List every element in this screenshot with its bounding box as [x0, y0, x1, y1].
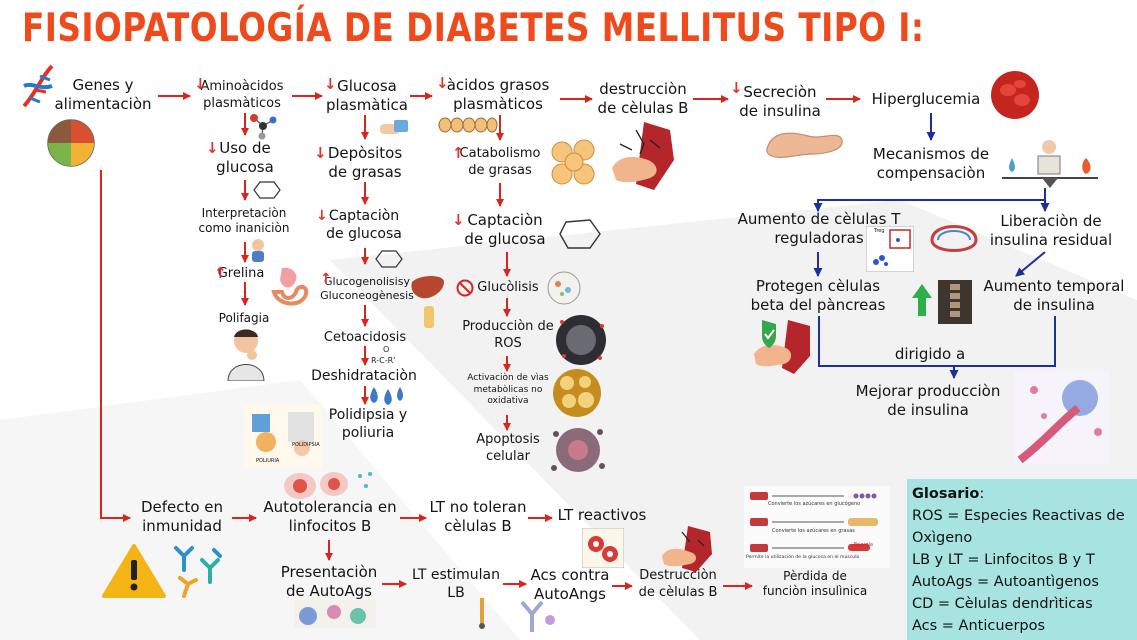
glucosa-plasmatica-node: ↓Glucosa plasmàtica — [324, 75, 408, 115]
glucolisis-node: Glucòlisis — [477, 280, 539, 295]
glossary-line: Oxìgeno — [912, 530, 973, 547]
ros-cell-icon — [556, 315, 606, 365]
glossary-line: ROS = Especies Reactivas de — [912, 508, 1125, 525]
damaged-pancreas-icon — [662, 526, 712, 572]
blood-cells-icon — [991, 71, 1039, 119]
dirigido-a-label: dirigido a — [894, 345, 966, 363]
glucose-ring-icon — [253, 181, 281, 199]
insulin-muscle-caption: Permite la utilización de la glucosa en … — [746, 555, 860, 560]
cetoacidosis-node: Cetoacidosis — [323, 330, 407, 345]
lymphocytes-icon — [284, 472, 372, 499]
destruccion-celulas-b-node-2: Destrucciòn de cèlulas B — [638, 568, 718, 600]
captacion-glucosa-node-1: ↓Captaciòn de glucosa — [316, 208, 402, 242]
aumento-celulas-t-node: Aumento de cèlulas T reguladoras — [737, 210, 901, 248]
balance-scale-icon — [1002, 140, 1098, 188]
presentacion-autoags-node: Presentaciòn de AutoAgs — [280, 563, 378, 601]
hungry-child-icon — [252, 239, 264, 262]
page-title: Fisiopatología de diabetes mellitus tipo… — [22, 6, 925, 51]
poliuria-caption: POLIURIA — [256, 458, 280, 464]
dehydration-drops-icon — [370, 387, 403, 405]
prohibited-icon — [456, 279, 474, 297]
perdida-funcion-node: Pèrdida de funciòn insulìnica — [762, 569, 868, 599]
treg-flow-plot — [866, 226, 914, 272]
insulin-production-image — [1014, 372, 1110, 464]
catabolismo-node: ↑Catabolismo de grasas — [452, 144, 541, 178]
shield-pancreas-icon — [754, 320, 810, 374]
lt-reactivos-node: LT reactivos — [557, 506, 647, 524]
glossary-line: Acs = Anticuerpos — [912, 618, 1046, 635]
glucogenolisis-node: ↑Glucogenolisisy Gluconeogènesis — [320, 271, 414, 303]
fatty-acid-chain-icon — [438, 117, 498, 133]
apoptosis-node: Apoptosis celular — [476, 432, 540, 464]
destruccion-celulas-b-node: destrucciòn de cèlulas B — [597, 80, 689, 118]
energy-caption: Energía — [854, 542, 873, 548]
warning-icon — [102, 544, 166, 598]
autoantigen-presentation-image — [294, 600, 376, 628]
antibodies-icon — [174, 546, 222, 598]
glossary-line: AutoAgs = Autoantìgenos — [912, 574, 1099, 591]
pancreas-icon — [766, 132, 843, 158]
hand-sugar-icon — [380, 120, 408, 134]
defecto-inmunidad-node: Defecto en inmunidad — [140, 498, 224, 536]
treg-label: Treg — [874, 228, 885, 234]
b-cell-receptor-icon — [479, 598, 485, 629]
lipid-icon — [424, 306, 434, 328]
insulin-function-image: Convierte los azúcares en glucógeno Conv… — [744, 486, 890, 568]
lt-no-toleran-node: LT no toleran cèlulas B — [429, 498, 527, 536]
genes-node: Genes y alimentaciòn — [54, 76, 152, 114]
mecanismos-compensacion-node: Mecanismos de compensaciòn — [872, 145, 990, 183]
autotolerancia-node: Autotolerancia en linfocitos B — [263, 498, 397, 536]
polydipsia-illustration — [244, 404, 322, 468]
produccion-ros-node: Producciòn de ROS — [462, 319, 554, 351]
glossary-box: Glosario: ROS = Especies Reactivas de Ox… — [907, 479, 1137, 640]
spine-xray-icon — [938, 280, 972, 324]
polidipsia-caption: POLIDIPSIA — [292, 442, 320, 448]
acidos-grasos-node: ↓àcidos grasos plasmàticos — [436, 74, 550, 114]
damaged-pancreas-icon — [612, 122, 674, 190]
insulin-glycogen-caption: Convierte los azúcares en glucógeno — [768, 501, 861, 507]
secrecion-insulina-node: ↓Secreciòn de insulina — [730, 79, 821, 121]
vesicles-icon — [553, 369, 601, 417]
molecule-icon — [250, 114, 277, 140]
fat-cells-icon — [551, 139, 595, 185]
activacion-vias-node: Activaciòn de vìas metabòlicas no oxidat… — [467, 373, 549, 407]
captacion-glucosa-node-2: ↓Captaciòn de glucosa — [452, 211, 546, 249]
depositos-grasas-node: ↓Depòsitos de grasas — [314, 144, 403, 182]
grelina-node: ↑Grelina — [214, 264, 265, 282]
glucose-ring-icon — [375, 250, 403, 268]
insulin-fat-caption: Convierte los azúcares en grasas — [772, 528, 855, 534]
t-cells-icon — [582, 528, 624, 568]
glossary-line: LB y LT = Linfocitos B y T — [912, 552, 1095, 569]
ketone-formula-icon: R-C-R' O — [371, 345, 395, 365]
deshidratacion-node: Deshidrataciòn — [311, 368, 417, 384]
polifagia-node: Polifagia — [218, 311, 270, 325]
insulin-loop-icon — [930, 225, 978, 252]
glossary-line: CD = Cèlulas dendrìticas — [912, 596, 1093, 613]
interpretacion-inanicion-node: Interpretaciòn como inaniciòn — [198, 206, 290, 236]
digestive-system-icon — [271, 267, 309, 306]
aminoacidos-node: ↓Aminoàcidos plasmàticos — [194, 75, 284, 111]
lt-estimulan-node: LT estimulan LB — [411, 567, 500, 601]
thinking-man-icon — [227, 329, 265, 381]
hiperglucemia-node: Hiperglucemia — [871, 90, 981, 108]
apoptosis-cell-icon — [551, 428, 605, 472]
glossary-heading: Glosario: — [912, 486, 985, 502]
dna-icon — [22, 64, 54, 108]
mejorar-produccion-node: Mejorar producciòn de insulina — [855, 382, 1001, 420]
aumento-temporal-node: Aumento temporal de insulina — [983, 277, 1125, 315]
liver-icon — [411, 276, 444, 299]
svg-text:O: O — [383, 345, 389, 354]
liberacion-insulina-node: Liberaciòn de insulina residual — [989, 212, 1113, 250]
antibody-complex-icon — [520, 600, 555, 632]
uso-glucosa-node: ↓Uso de glucosa — [206, 139, 274, 177]
protegen-celulas-node: Protegen cèlulas beta del pàncreas — [750, 277, 886, 315]
increase-arrow-icon — [912, 284, 932, 316]
svg-text:R-C-R': R-C-R' — [371, 356, 395, 365]
acs-contra-node: Acs contra AutoAngs — [530, 566, 610, 604]
cell-culture-icon — [547, 271, 581, 305]
food-plate-icon — [47, 119, 95, 167]
polidipsia-poliuria-node: Polidipsia y poliuria — [328, 407, 408, 441]
glucose-ring-icon — [559, 219, 601, 249]
